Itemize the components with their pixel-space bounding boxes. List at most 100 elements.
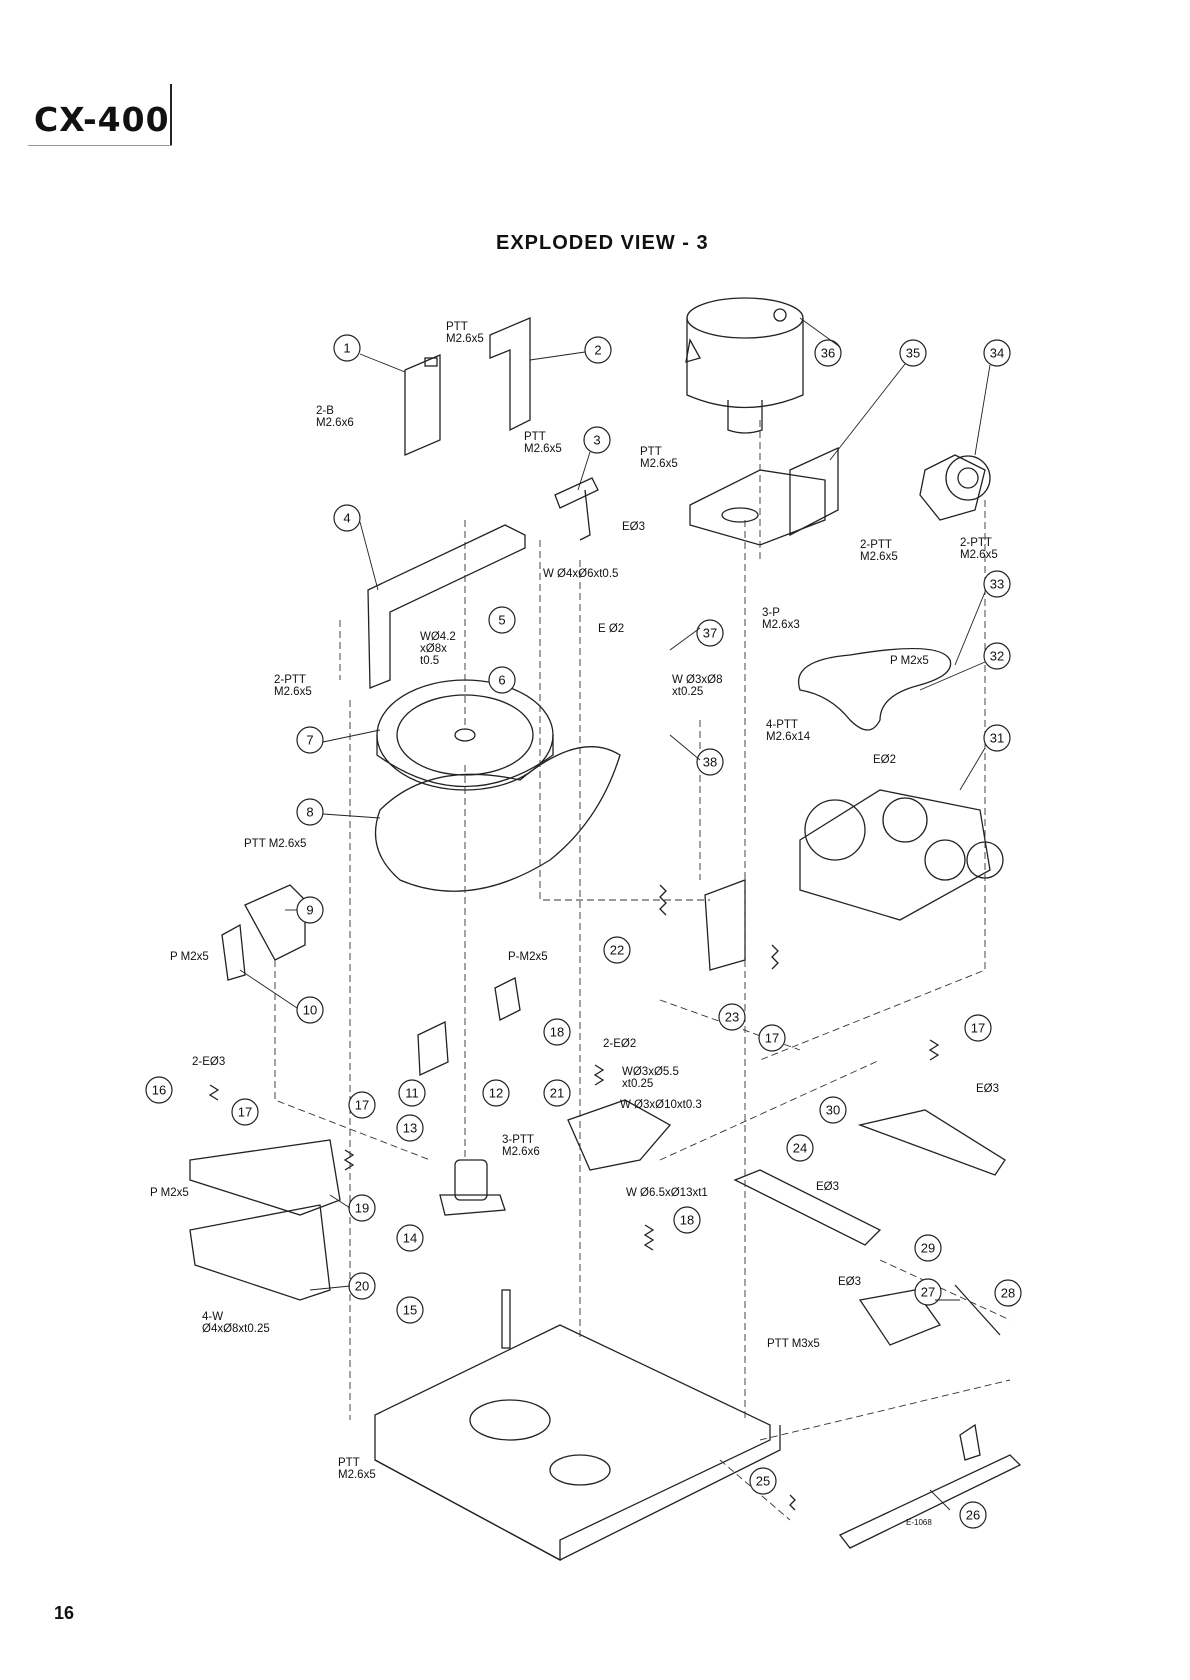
spring-25: [789, 1494, 796, 1511]
svg-text:E Ø2: E Ø2: [598, 623, 624, 635]
svg-text:M2.6x5: M2.6x5: [640, 458, 678, 470]
svg-text:M2.6x5: M2.6x5: [960, 549, 998, 561]
callout-3: 3: [583, 426, 611, 454]
callout-36: 36: [814, 339, 842, 367]
svg-text:17: 17: [238, 1105, 252, 1120]
callout-14: 14: [396, 1224, 424, 1252]
callout-15: 15: [396, 1296, 424, 1324]
svg-text:M2.6x6: M2.6x6: [316, 417, 354, 429]
svg-text:W Ø3xØ10xt0.3: W Ø3xØ10xt0.3: [620, 1099, 702, 1111]
callout-17e: 17: [814, 1211, 816, 1213]
spring-17d: [208, 1084, 220, 1101]
model-divider: [170, 84, 172, 146]
spring-17c: [343, 1149, 355, 1171]
callout-12: 12: [482, 1079, 510, 1107]
callout-34: 34: [983, 339, 1011, 367]
model-underline: [28, 145, 172, 146]
lever-27: [858, 1289, 942, 1346]
svg-text:W Ø6.5xØ13xt1: W Ø6.5xØ13xt1: [626, 1187, 708, 1199]
svg-text:23: 23: [725, 1010, 739, 1025]
svg-text:16: 16: [152, 1083, 166, 1098]
svg-text:3-PTT: 3-PTT: [502, 1134, 534, 1146]
svg-text:32: 32: [990, 649, 1004, 664]
spring-18b: [593, 1064, 605, 1086]
svg-text:PTT: PTT: [524, 431, 546, 443]
callout-13: 13: [396, 1114, 424, 1142]
svg-text:29: 29: [921, 1241, 935, 1256]
bracket-23: [704, 879, 746, 971]
slide-20: [189, 1204, 331, 1301]
pcb-35: [789, 446, 839, 537]
main-chassis: [374, 1324, 771, 1562]
svg-text:W Ø4xØ6xt0.5: W Ø4xØ6xt0.5: [543, 568, 618, 580]
svg-text:M2.6x6: M2.6x6: [502, 1146, 540, 1158]
callout-6: 6: [488, 666, 516, 694]
callout-9: 9: [296, 896, 324, 924]
svg-text:31: 31: [990, 731, 1004, 746]
callout-18b: 18: [673, 1206, 701, 1234]
callout-17b: 17: [348, 1091, 376, 1119]
svg-text:2-PTT: 2-PTT: [860, 539, 892, 551]
svg-text:Ø4xØ8xt0.25: Ø4xØ8xt0.25: [202, 1323, 270, 1335]
callout-4: 4: [333, 504, 361, 532]
callout-33: 33: [983, 570, 1011, 598]
callout-32: 32: [983, 642, 1011, 670]
svg-text:P-M2x5: P-M2x5: [508, 951, 548, 963]
svg-text:1: 1: [343, 341, 350, 356]
svg-text:M2.6x5: M2.6x5: [860, 551, 898, 563]
svg-text:M2.6x5: M2.6x5: [524, 443, 562, 455]
callout-17d: 17: [964, 1014, 992, 1042]
rail-24: [733, 1169, 882, 1246]
page-number: 16: [54, 1603, 75, 1623]
svg-text:PTT M2.6x5: PTT M2.6x5: [244, 838, 306, 850]
spring-17b: [928, 1039, 940, 1061]
callout-30: 30: [819, 1096, 847, 1124]
svg-text:xt0.25: xt0.25: [622, 1078, 653, 1090]
svg-text:PTT M3x5: PTT M3x5: [767, 1338, 820, 1350]
svg-text:38: 38: [703, 755, 717, 770]
callout-10: 10: [296, 996, 324, 1024]
capstan-14: [454, 1159, 488, 1201]
motor-body: [686, 318, 804, 409]
svg-text:PTT: PTT: [446, 321, 468, 333]
bracket-9: [244, 884, 306, 961]
svg-text:18: 18: [550, 1025, 564, 1040]
svg-text:11: 11: [405, 1086, 419, 1101]
svg-text:17: 17: [355, 1098, 369, 1113]
chassis-side-4: [367, 524, 526, 689]
belt-33: [798, 647, 952, 731]
svg-text:2-PTT: 2-PTT: [274, 674, 306, 686]
svg-text:18: 18: [680, 1213, 694, 1228]
svg-text:19: 19: [355, 1201, 369, 1216]
callout-17a: 17: [231, 1098, 259, 1126]
svg-text:M2.6x5: M2.6x5: [274, 686, 312, 698]
svg-text:14: 14: [403, 1231, 417, 1246]
callout-17c: 17: [758, 1024, 786, 1052]
plate-12: [494, 977, 521, 1021]
callout-1: 1: [333, 334, 361, 362]
arm-10: [221, 923, 246, 981]
rail-30: [857, 1109, 1006, 1176]
svg-text:EØ3: EØ3: [816, 1181, 839, 1193]
spring-17a: [771, 944, 779, 970]
svg-text:WØ3xØ5.5: WØ3xØ5.5: [622, 1066, 679, 1078]
svg-text:PTT: PTT: [640, 446, 662, 458]
svg-text:M2.6x3: M2.6x3: [762, 619, 800, 631]
slide-19: [189, 1139, 341, 1216]
figure-code: E-1068: [906, 1518, 932, 1527]
svg-text:27: 27: [921, 1285, 935, 1300]
svg-text:P M2x5: P M2x5: [170, 951, 209, 963]
svg-text:EØ3: EØ3: [976, 1083, 999, 1095]
svg-text:4-PTT: 4-PTT: [766, 719, 798, 731]
callout-29: 29: [914, 1234, 942, 1262]
callout-37: 37: [696, 619, 724, 647]
svg-text:15: 15: [403, 1303, 417, 1318]
bracket-1: [404, 354, 441, 456]
svg-text:W Ø3xØ8: W Ø3xØ8: [672, 674, 722, 686]
lever-21: [567, 1099, 672, 1171]
svg-text:M2.6x5: M2.6x5: [446, 333, 484, 345]
belt-8: [374, 746, 621, 892]
gear-unit-34: [919, 454, 986, 521]
svg-text:xt0.25: xt0.25: [672, 686, 703, 698]
svg-text:35: 35: [906, 346, 920, 361]
